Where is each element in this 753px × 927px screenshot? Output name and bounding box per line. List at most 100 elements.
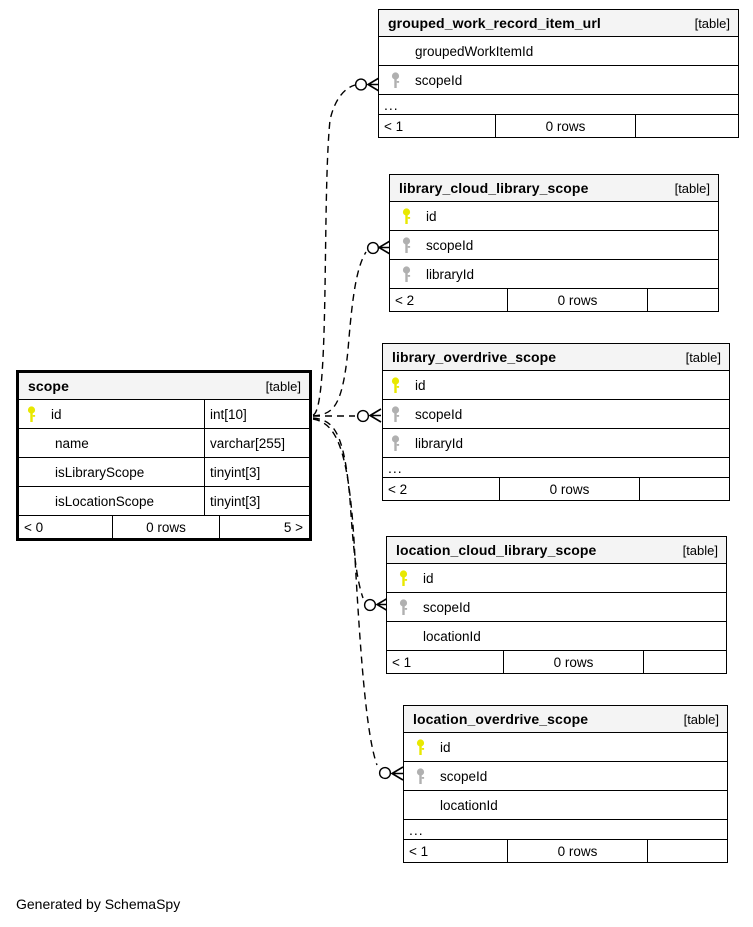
column-cell: id [383, 371, 729, 399]
table-footer: < 0 0 rows 5 > [19, 516, 309, 538]
table-footer: < 2 0 rows [390, 289, 718, 311]
column-row[interactable]: isLibraryScope tinyint[3] [19, 458, 309, 487]
column-cell: id [387, 564, 726, 592]
column-row[interactable]: scopeId [383, 400, 729, 429]
edge-scope-to-library-overdrive-scope [313, 408, 382, 423]
edge-scope-to-library-cloud-library-scope [312, 240, 391, 417]
column-row[interactable]: id int[10] [19, 400, 309, 429]
column-row[interactable]: scopeId [404, 762, 727, 791]
column-cell: id [19, 400, 204, 428]
foreign-key-icon [385, 71, 405, 89]
primary-key-icon [410, 738, 430, 756]
table-name: scope [28, 378, 69, 394]
table-tag: [table] [683, 711, 719, 727]
column-cell: groupedWorkItemId [379, 37, 738, 65]
footer-parents: < 0 [24, 519, 44, 535]
table-tag: [table] [685, 349, 721, 365]
foreign-key-icon [385, 405, 405, 423]
column-name: locationId [423, 628, 481, 644]
table-tag: [table] [694, 15, 730, 31]
column-type: int[10] [204, 400, 309, 428]
column-row[interactable]: id [404, 733, 727, 762]
generated-by-note: Generated by SchemaSpy [16, 896, 181, 912]
column-name: id [415, 377, 426, 393]
table-location-cloud-library-scope[interactable]: location_cloud_library_scope [table] id [386, 536, 727, 674]
table-footer: < 1 0 rows [387, 651, 726, 673]
footer-children [648, 289, 718, 311]
column-row[interactable]: id [383, 371, 729, 400]
column-row[interactable]: libraryId [390, 260, 718, 289]
footer-rowcount: 0 rows [503, 651, 644, 673]
footer-parents: < 1 [392, 654, 412, 670]
column-cell: id [390, 202, 718, 230]
column-row[interactable]: id [387, 564, 726, 593]
column-row[interactable]: id [390, 202, 718, 231]
column-name: scopeId [426, 237, 474, 253]
footer-children [648, 840, 727, 862]
table-library-cloud-library-scope[interactable]: library_cloud_library_scope [table] id [389, 174, 719, 312]
column-row[interactable]: groupedWorkItemId [379, 37, 738, 66]
more-columns-ellipsis: ... [383, 458, 729, 478]
column-name: scopeId [415, 72, 463, 88]
column-cell: isLibraryScope [19, 458, 204, 486]
no-key-icon [393, 627, 413, 645]
column-name: id [440, 739, 451, 755]
column-name: isLocationScope [55, 493, 155, 509]
column-row[interactable]: name varchar[255] [19, 429, 309, 458]
edge-scope-to-location-cloud-library-scope [312, 417, 389, 612]
table-library-overdrive-scope[interactable]: library_overdrive_scope [table] id [382, 343, 730, 501]
more-columns-ellipsis: ... [379, 95, 738, 115]
column-row[interactable]: scopeId [379, 66, 738, 95]
table-tag: [table] [674, 180, 710, 196]
table-header: grouped_work_record_item_url [table] [379, 10, 738, 37]
column-cell: scopeId [390, 231, 718, 259]
foreign-key-icon [396, 236, 416, 254]
more-columns-ellipsis: ... [404, 820, 727, 840]
table-tag: [table] [682, 542, 718, 558]
table-name: library_cloud_library_scope [399, 180, 589, 196]
column-cell: scopeId [379, 66, 738, 94]
column-name: id [423, 570, 434, 586]
no-key-icon [25, 463, 45, 481]
column-name: scopeId [440, 768, 488, 784]
footer-children: 5 > [283, 519, 303, 535]
column-name: id [426, 208, 437, 224]
primary-key-icon [21, 405, 41, 423]
table-name: location_cloud_library_scope [396, 542, 597, 558]
primary-key-icon [396, 207, 416, 225]
column-row[interactable]: scopeId [387, 593, 726, 622]
column-row[interactable]: locationId [404, 791, 727, 820]
table-header: location_overdrive_scope [table] [404, 706, 727, 733]
column-type: tinyint[3] [204, 487, 309, 515]
table-header: location_cloud_library_scope [table] [387, 537, 726, 564]
column-cell: locationId [387, 622, 726, 650]
table-scope[interactable]: scope [table] id int[10] name [16, 370, 312, 541]
primary-key-icon [385, 376, 405, 394]
foreign-key-icon [393, 598, 413, 616]
primary-key-icon [393, 569, 413, 587]
footer-rowcount: 0 rows [507, 840, 648, 862]
table-grouped-work-record-item-url[interactable]: grouped_work_record_item_url [table] gro… [378, 9, 739, 138]
column-name: locationId [440, 797, 498, 813]
table-tag: [table] [265, 378, 301, 394]
footer-rowcount: 0 rows [112, 516, 220, 538]
footer-rowcount: 0 rows [495, 115, 636, 137]
column-row[interactable]: scopeId [390, 231, 718, 260]
column-name: libraryId [415, 435, 464, 451]
table-location-overdrive-scope[interactable]: location_overdrive_scope [table] id [403, 705, 728, 863]
column-cell: scopeId [404, 762, 727, 790]
column-row[interactable]: isLocationScope tinyint[3] [19, 487, 309, 516]
table-name: grouped_work_record_item_url [388, 15, 601, 31]
column-cell: isLocationScope [19, 487, 204, 515]
footer-rowcount: 0 rows [507, 289, 648, 311]
no-key-icon [385, 42, 405, 60]
column-cell: name [19, 429, 204, 457]
column-row[interactable]: locationId [387, 622, 726, 651]
foreign-key-icon [410, 767, 430, 785]
column-cell: locationId [404, 791, 727, 819]
footer-rowcount: 0 rows [499, 478, 640, 500]
column-row[interactable]: libraryId [383, 429, 729, 458]
column-name: libraryId [426, 266, 475, 282]
column-cell: libraryId [383, 429, 729, 457]
footer-parents: < 2 [395, 292, 415, 308]
